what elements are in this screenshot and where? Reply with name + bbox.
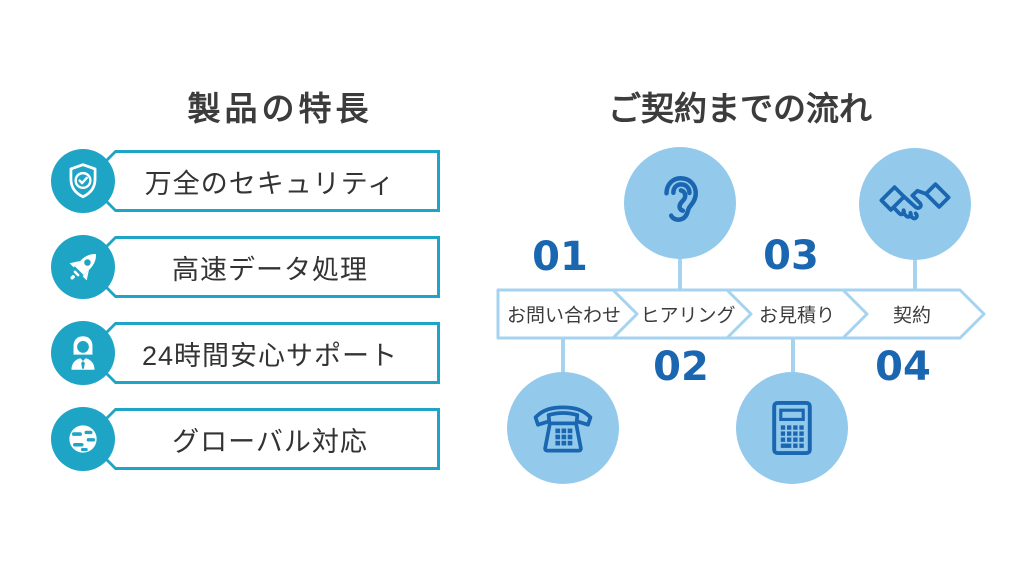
step-number-02: 02 — [653, 344, 709, 390]
globe-icon — [69, 425, 97, 453]
process-flow-bar — [496, 288, 986, 340]
connector-line — [678, 254, 682, 292]
feature-box-speed: 高速データ処理 — [100, 236, 440, 298]
flow-arrow-outline — [496, 288, 986, 340]
globe-icon — [51, 407, 115, 471]
chevron-separator — [841, 288, 869, 340]
calculator-icon — [772, 400, 812, 456]
step-number-03: 03 — [763, 233, 819, 279]
feature-label-global: グローバル対応 — [172, 426, 368, 457]
feature-label-support: 24時間安心サポート — [141, 340, 399, 371]
phone-icon — [507, 372, 619, 484]
phone-icon — [533, 405, 593, 453]
ear-icon — [664, 175, 699, 222]
support-agent-icon — [71, 336, 95, 370]
rocket-icon — [51, 235, 115, 299]
ear-icon — [624, 147, 736, 259]
support-agent-icon — [51, 321, 115, 385]
connector-line — [913, 252, 917, 292]
handshake-icon — [859, 148, 971, 260]
step-label-inquiry: お問い合わせ — [506, 305, 622, 327]
left-panel-title: 製品の特長 — [187, 90, 373, 127]
feature-label-security: 万全のセキュリティ — [144, 168, 396, 199]
chevron-separator — [725, 288, 753, 340]
shield-check-icon — [69, 163, 97, 199]
step-number-04: 04 — [875, 344, 931, 390]
step-number-01: 01 — [532, 234, 588, 280]
feature-box-support: 24時間安心サポート — [100, 322, 440, 384]
shield-check-icon — [51, 149, 115, 213]
calculator-icon — [736, 372, 848, 484]
step-label-estimate: お見積り — [758, 305, 836, 327]
handshake-icon — [879, 182, 951, 221]
rocket-icon — [69, 254, 96, 281]
feature-box-security: 万全のセキュリティ — [100, 150, 440, 212]
step-label-contract: 契約 — [892, 305, 932, 327]
chevron-separator — [611, 288, 639, 340]
feature-label-speed: 高速データ処理 — [172, 254, 368, 285]
connector-line — [561, 334, 565, 376]
step-label-hearing: ヒアリング — [640, 305, 736, 327]
connector-line — [791, 334, 795, 376]
right-panel-title: ご契約までの流れ — [608, 90, 872, 127]
feature-box-global: グローバル対応 — [100, 408, 440, 470]
